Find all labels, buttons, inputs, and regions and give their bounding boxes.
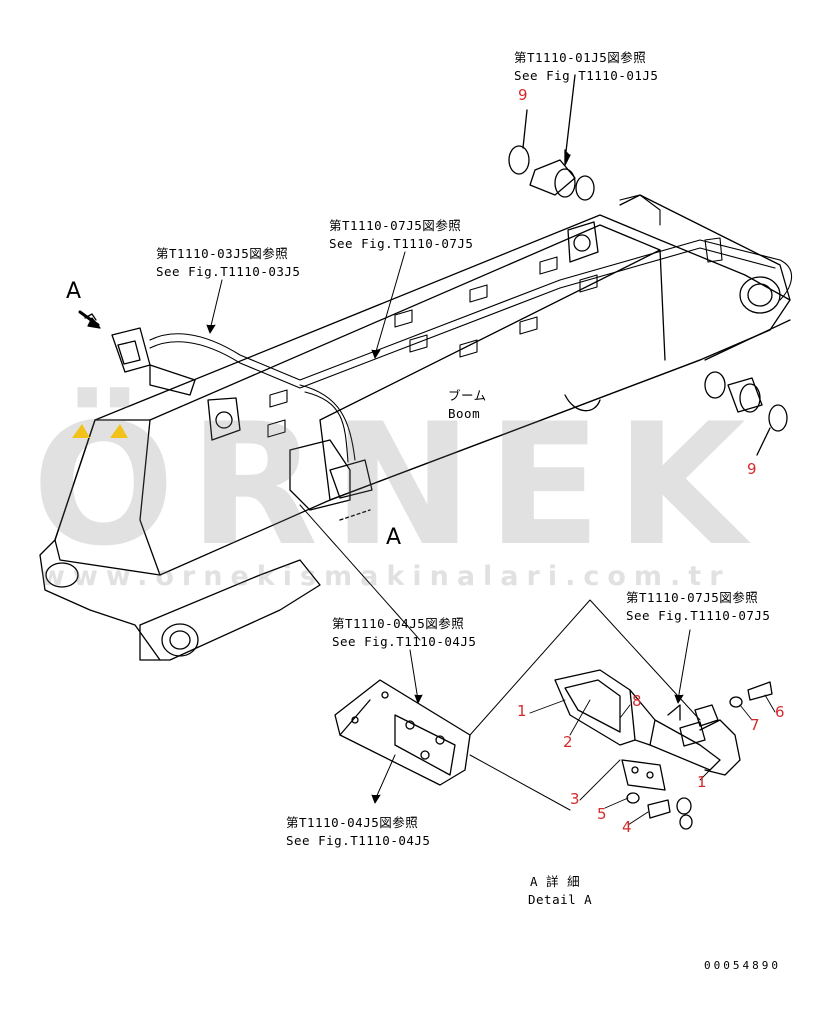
drawing-number: 00054890	[704, 959, 781, 972]
detail-a-lamp	[554, 669, 773, 830]
ref-top-jp: 第T1110-01J5図参照	[514, 50, 647, 65]
hydraulic-lines	[149, 194, 792, 463]
part-label-4: 4	[622, 818, 633, 836]
ref-plate-bot-en: See Fig.T1110-04J5	[286, 833, 431, 848]
ref-detail-jp: 第T1110-07J5図参照	[626, 590, 759, 605]
ref-left-jp: 第T1110-03J5図参照	[156, 246, 289, 261]
view-a-label: A	[66, 279, 82, 304]
boom-body	[39, 194, 791, 661]
leader-lines	[206, 251, 691, 804]
part-label-1: 1	[517, 702, 528, 720]
lamp-assemblies	[111, 327, 373, 511]
view-a-label-lower: A	[386, 525, 402, 550]
detail-a-lines	[299, 504, 701, 811]
ref-plate-top-en: See Fig.T1110-04J5	[332, 634, 477, 649]
part-label-6: 6	[775, 703, 786, 721]
detail-caption-en: Detail A	[528, 892, 593, 907]
watermark-brand: ÖRNEK	[32, 387, 760, 583]
boom-label-jp: ブーム	[448, 388, 487, 403]
ref-plate-bot-jp: 第T1110-04J5図参照	[286, 815, 419, 830]
ref-left-en: See Fig.T1110-03J5	[156, 264, 301, 279]
watermark-url: www.ornekismakinalari.com.tr	[40, 561, 731, 592]
part-label-3: 3	[570, 790, 581, 808]
part-label-9-right: 9	[747, 460, 758, 478]
part-label-1-right: 1	[697, 773, 708, 791]
ref-plate-top-jp: 第T1110-04J5図参照	[332, 616, 465, 631]
part-label-5: 5	[597, 805, 608, 823]
ref-detail-en: See Fig.T1110-07J5	[626, 608, 771, 623]
bushings-top	[508, 74, 595, 201]
part-label-8: 8	[632, 692, 643, 710]
detail-caption-jp: A 詳 細	[530, 874, 581, 889]
ref-mid-jp: 第T1110-07J5図参照	[329, 218, 462, 233]
part-label-7: 7	[750, 716, 761, 734]
plate-detail	[334, 679, 471, 786]
bushings-right	[704, 319, 791, 456]
part-label-9-top: 9	[518, 86, 529, 104]
boom-label-en: Boom	[448, 406, 481, 421]
ref-mid-en: See Fig.T1110-07J5	[329, 236, 474, 251]
watermark-accent-icon	[72, 424, 128, 438]
part-leaders	[529, 694, 776, 826]
ref-top-en: See Fig T1110-01J5	[514, 68, 659, 83]
part-label-2: 2	[563, 733, 574, 751]
view-a-arrows	[78, 310, 371, 521]
